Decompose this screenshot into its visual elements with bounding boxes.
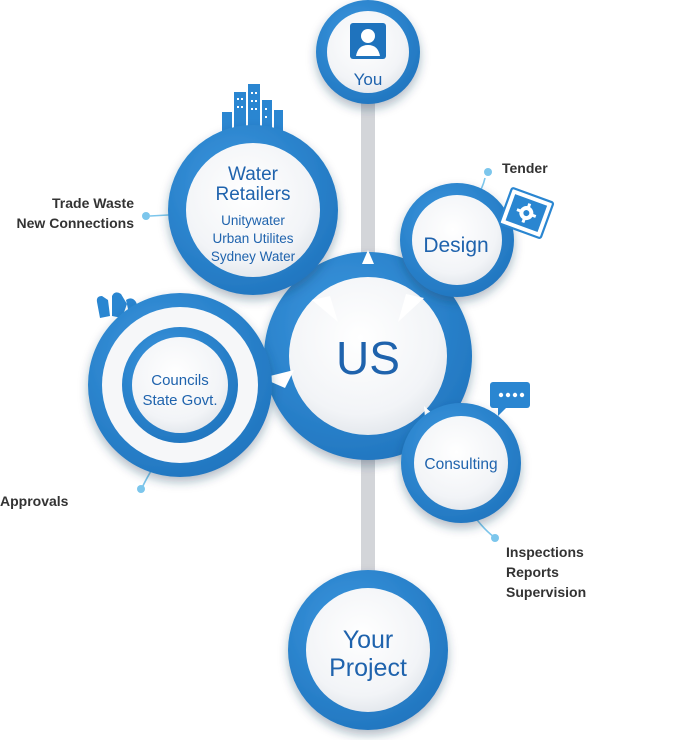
arrow-to-you [362,250,374,264]
your-project-node[interactable] [288,570,448,730]
arrow-to-design [398,294,424,322]
approvals-label: Approvals [0,493,69,509]
building-icon [222,84,283,138]
arrow-to-councils [262,370,294,388]
label-line: Reports [506,564,559,580]
label-line: New Connections [16,215,134,231]
label-line: Inspections [506,544,584,560]
inspections-label: Inspections Reports Supervision [506,542,586,602]
water-retailers-node[interactable] [168,125,338,295]
tender-label: Tender [502,160,548,176]
councils-node[interactable] [88,293,272,477]
councils-line2: State Govt. [142,392,217,409]
retailer-member: Unitywater [221,213,285,228]
person-icon [350,23,386,59]
water-retailers-title-line1: Water [228,164,279,185]
you-label: You [354,70,383,89]
consulting-node[interactable] [401,403,521,523]
your-project-line1: Your [343,626,394,654]
label-line: Trade Waste [52,195,134,211]
arrow-to-retailers [312,296,338,322]
retailer-member: Sydney Water [211,249,296,264]
consulting-label: Consulting [424,456,497,473]
hands-icon [96,292,140,318]
settings-screen-icon [498,187,555,239]
councils-line1: Councils [151,372,209,389]
design-label: Design [423,234,488,257]
chat-bubble-icon [490,382,530,416]
design-node[interactable] [400,183,514,297]
us-hub [264,252,472,460]
us-label: US [336,332,400,384]
your-project-line2: Project [329,654,407,682]
trade-waste-label: Trade Waste New Connections [17,193,134,233]
retailer-member: Urban Utilites [212,231,293,246]
water-retailers-title-line2: Retailers [216,184,291,205]
label-line: Supervision [506,584,587,600]
